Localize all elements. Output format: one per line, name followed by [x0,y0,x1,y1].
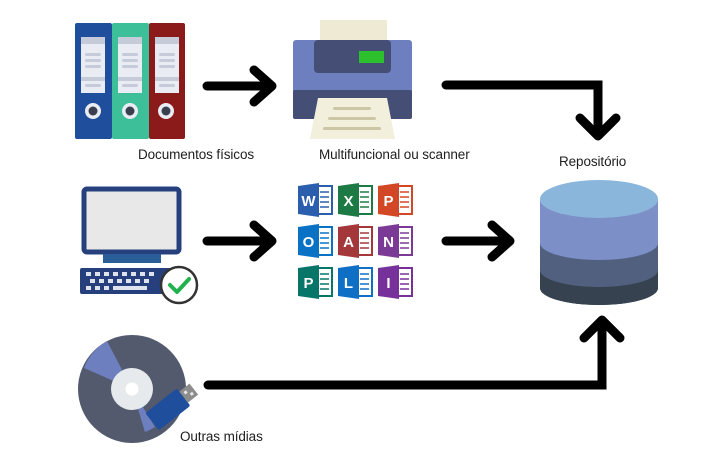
label-other-media: Outras mídias [180,429,263,444]
office-app-icon-lync: L [338,265,373,299]
arrow-scanner-to-repository [441,80,621,141]
office-app-letter: X [343,193,353,210]
office-app-letter: W [301,193,316,210]
office-app-letter: N [383,234,394,251]
database-icon [540,180,658,305]
office-app-letter: L [344,275,353,292]
binder-red [149,23,185,139]
office-app-icon-powerpoint: P [378,183,413,217]
office-app-icon-outlook: O [298,224,333,258]
office-app-letter: I [386,275,390,292]
printer-icon [293,20,412,139]
office-app-icon-publisher: P [298,265,333,299]
binder-green [112,23,149,139]
arrow-docs-to-scanner [202,65,277,107]
office-app-icon-onenote: N [378,224,413,258]
disc-icon [78,335,186,443]
arrow-computer-to-office [202,220,277,262]
label-repository: Repositório [559,154,627,169]
binder-blue [75,23,112,139]
office-app-icon-excel: X [338,183,373,217]
office-apps-grid: W X P O A N P L I [298,183,413,299]
media-icon [78,335,199,443]
office-app-letter: P [383,193,393,210]
office-app-letter: P [303,275,313,292]
office-app-icon-access: A [338,224,373,258]
computer-icon [80,186,199,305]
office-app-icon-infopath: I [378,265,413,299]
office-app-letter: O [303,234,315,251]
office-app-letter: A [343,234,354,251]
checkmark-badge-icon [159,265,199,305]
arrow-media-to-repository [203,315,625,390]
label-scanner: Multifuncional ou scanner [319,147,470,162]
office-app-icon-word: W [298,183,333,217]
label-physical-documents: Documentos físicos [138,147,254,162]
binders-icon [75,23,185,139]
arrow-office-to-repository [441,220,515,262]
usb-drive-icon [146,383,199,430]
